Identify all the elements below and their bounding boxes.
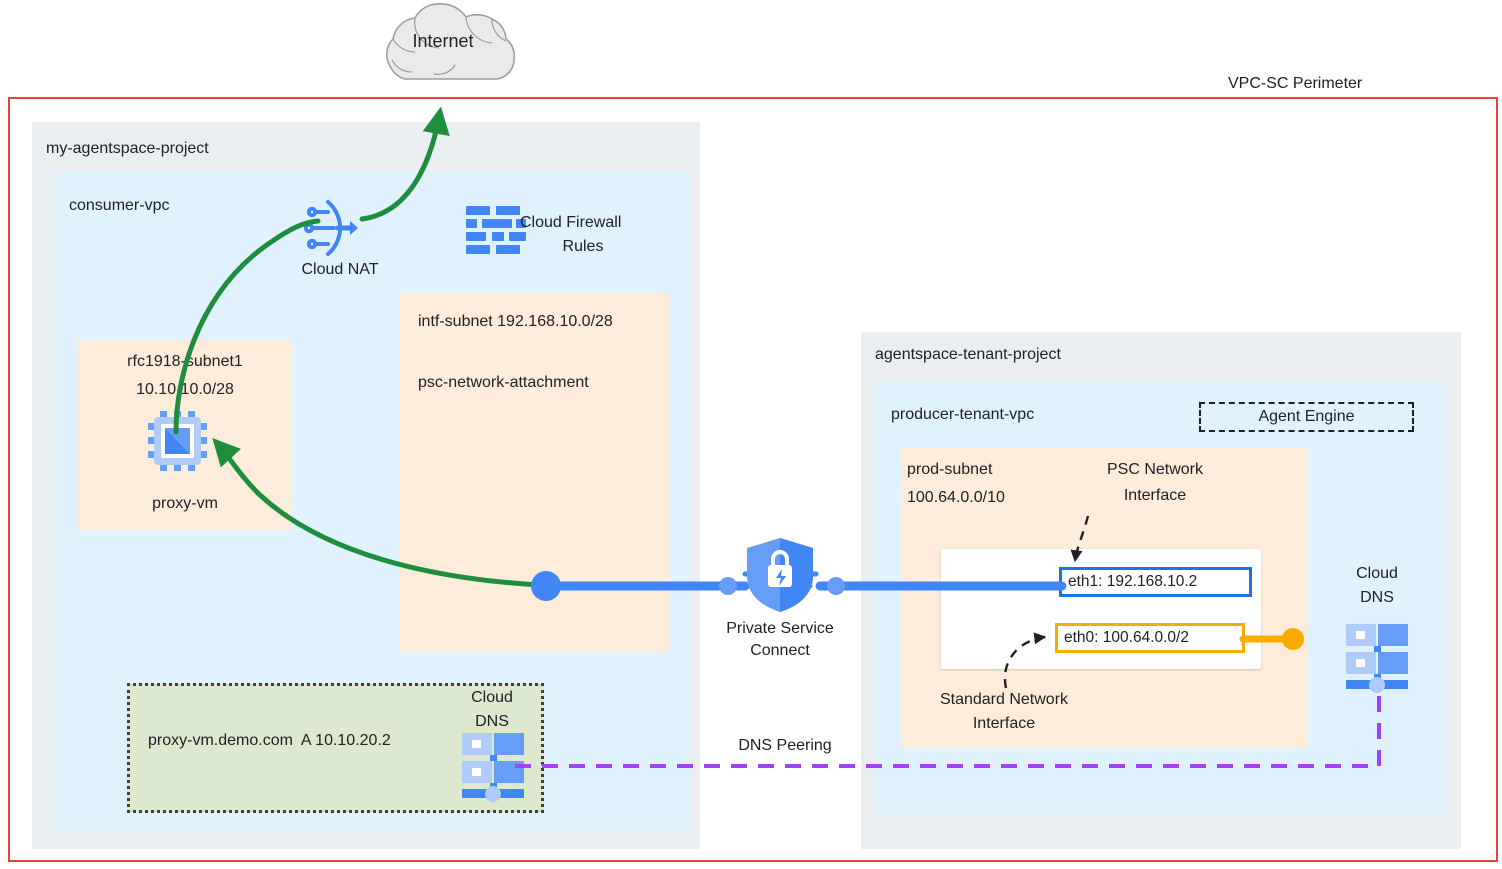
psc-nic-label-line1: PSC Network <box>1106 461 1204 478</box>
firewall-rules-label-line2: Rules <box>562 238 604 255</box>
psc-connector-left-dot <box>719 577 737 595</box>
proxy-vm-label: proxy-vm <box>152 495 218 512</box>
tenant-cloud-dns-label-line1: Cloud <box>1356 565 1398 582</box>
tenant-cloud-dns-label-line2: DNS <box>1360 589 1394 606</box>
prod-subnet-label-line2: 100.64.0.0/10 <box>907 489 1005 506</box>
psc-to-proxy-flow <box>212 437 543 588</box>
producer-tenant-vpc-label: producer-tenant-vpc <box>891 406 1035 423</box>
intf-subnet-label: intf-subnet 192.168.10.0/28 <box>418 313 613 330</box>
eth1-interface-chip[interactable]: eth1: 192.168.10.2 <box>1059 567 1252 597</box>
eth0-chip-label: eth0: 100.64.0.0/2 <box>1064 629 1189 646</box>
agent-engine-box: Agent Engine <box>1199 402 1414 432</box>
consumer-dns-icon-label-line2: DNS <box>475 713 509 730</box>
consumer-dns-icon-label-line1: Cloud <box>471 689 513 706</box>
internet-egress-flow <box>359 106 450 222</box>
tenant-project-label: agentspace-tenant-project <box>875 346 1061 363</box>
consumer-vpc-label: consumer-vpc <box>69 197 170 214</box>
dns-peering-label: DNS Peering <box>738 737 832 754</box>
rfc1918-subnet1-label-line2: 10.10.10.0/28 <box>136 381 234 398</box>
vpc-sc-perimeter-label: VPC-SC Perimeter <box>1228 75 1363 92</box>
std-nic-annotation-arrow <box>1003 632 1047 689</box>
firewall-rules-label-line1: Cloud Firewall <box>520 214 622 231</box>
eth0-endpoint-dot <box>1282 628 1304 650</box>
eth1-chip-label: eth1: 192.168.10.2 <box>1068 573 1198 590</box>
dns-zone-record-label: proxy-vm.demo.com A 10.10.20.2 <box>148 732 391 749</box>
agent-engine-label: Agent Engine <box>1252 408 1361 426</box>
psc-nic-annotation-arrow <box>1070 515 1090 563</box>
vpc-sc-perimeter-box <box>8 97 1498 862</box>
prod-subnet-label-line1: prod-subnet <box>907 461 993 478</box>
internet-label: Internet <box>412 31 474 51</box>
cloud-nat-label: Cloud NAT <box>301 261 379 278</box>
nat-egress-flow <box>173 218 321 435</box>
psc-label-line2: Connect <box>750 642 810 659</box>
psc-attachment-endpoint <box>531 571 561 601</box>
psc-connector-right-dot <box>827 577 845 595</box>
consumer-project-label: my-agentspace-project <box>46 140 209 157</box>
psc-label-line1: Private Service <box>726 620 834 637</box>
shield-lock-icon <box>742 538 819 612</box>
psc-network-attachment-label: psc-network-attachment <box>418 374 589 391</box>
eth0-interface-chip[interactable]: eth0: 100.64.0.0/2 <box>1055 623 1245 653</box>
dns-peering-link <box>515 690 1381 768</box>
std-nic-label-line2: Interface <box>972 715 1036 732</box>
psc-nic-label-line2: Interface <box>1123 487 1187 504</box>
std-nic-label-line1: Standard Network <box>939 691 1069 708</box>
